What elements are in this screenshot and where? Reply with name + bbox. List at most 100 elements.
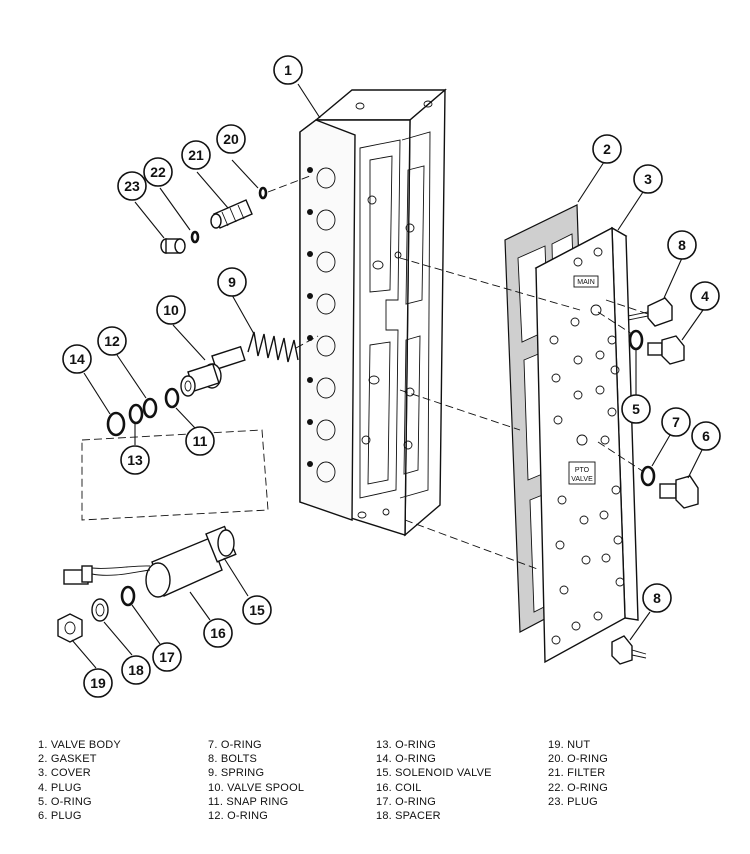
pto-label: PTO — [575, 467, 590, 474]
legend-item: 7. O-RING — [208, 739, 262, 751]
legend-column-1: 1. VALVE BODY 2. GASKET 3. COVER 4. PLUG… — [38, 738, 121, 823]
o-ring-17 — [120, 585, 136, 607]
snap-ring-11 — [164, 387, 180, 409]
exploded-parts-diagram: MAIN PTO VALVE — [57, 55, 721, 698]
bolt-lower — [611, 635, 647, 665]
svg-text:1: 1 — [284, 62, 292, 78]
svg-text:21: 21 — [188, 147, 204, 163]
legend-item: 23. PLUG — [548, 795, 598, 808]
legend-item: 13. O-RING — [376, 739, 437, 751]
svg-text:12: 12 — [104, 333, 120, 349]
legend-item: 6. PLUG — [38, 810, 82, 823]
svg-text:14: 14 — [69, 351, 85, 367]
callout-19: 19 — [83, 668, 113, 698]
legend-item: 22. O-RING — [548, 781, 609, 794]
legend-item: 21. FILTER — [548, 767, 606, 780]
svg-text:4: 4 — [701, 288, 709, 304]
callout-20: 20 — [216, 124, 246, 154]
legend-item: 1. VALVE BODY — [38, 739, 121, 751]
svg-text:18: 18 — [128, 662, 144, 678]
plug-6 — [659, 475, 699, 509]
callout-10: 10 — [156, 295, 186, 325]
nut-19 — [57, 613, 83, 643]
legend-item: 8. BOLTS — [208, 753, 258, 766]
svg-text:9: 9 — [228, 274, 236, 290]
cover — [534, 226, 639, 664]
svg-text:23: 23 — [124, 178, 140, 194]
filter-21 — [210, 199, 253, 229]
callout-18: 18 — [121, 655, 151, 685]
legend-item: 4. PLUG — [38, 781, 82, 794]
svg-text:5: 5 — [632, 401, 640, 417]
callout-11: 11 — [185, 426, 215, 456]
legend-item: 11. SNAP RING — [208, 795, 289, 808]
callout-2: 2 — [592, 134, 622, 164]
svg-text:19: 19 — [90, 675, 106, 691]
callout-8-upper: 8 — [667, 230, 697, 260]
parts-legend: 1. VALVE BODY 2. GASKET 3. COVER 4. PLUG… — [38, 738, 728, 828]
legend-item: 12. O-RING — [208, 810, 269, 823]
svg-text:16: 16 — [210, 625, 226, 641]
spring-9 — [247, 331, 299, 363]
legend-item: 19. NUT — [548, 739, 591, 751]
legend-column-3: 13. O-RING 14. O-RING 15. SOLENOID VALVE… — [376, 738, 492, 823]
o-ring-13 — [128, 403, 144, 425]
svg-text:10: 10 — [163, 302, 179, 318]
callout-4: 4 — [690, 281, 720, 311]
main-label: MAIN — [577, 279, 595, 286]
callout-12: 12 — [97, 326, 127, 356]
legend-item: 10. VALVE SPOOL — [208, 781, 305, 794]
legend-column-4: 19. NUT 20. O-RING 21. FILTER 22. O-RING… — [548, 738, 608, 809]
valve-label: VALVE — [571, 476, 593, 483]
svg-text:7: 7 — [672, 414, 680, 430]
callout-21: 21 — [181, 140, 211, 170]
callout-7: 7 — [661, 407, 691, 437]
svg-text:20: 20 — [223, 131, 239, 147]
callout-22: 22 — [143, 157, 173, 187]
legend-item: 16. COIL — [376, 781, 422, 794]
legend-column-2: 7. O-RING 8. BOLTS 9. SPRING 10. VALVE S… — [208, 738, 304, 823]
callout-6: 6 — [691, 421, 721, 451]
legend-item: 17. O-RING — [376, 795, 437, 808]
svg-text:2: 2 — [603, 141, 611, 157]
legend-item: 3. COVER — [38, 767, 91, 780]
legend-item: 9. SPRING — [208, 767, 265, 780]
plug-23 — [160, 238, 186, 254]
svg-text:11: 11 — [193, 433, 208, 449]
svg-text:17: 17 — [159, 649, 175, 665]
callout-17: 17 — [152, 642, 182, 672]
legend-item: 5. O-RING — [38, 795, 92, 808]
svg-text:3: 3 — [644, 171, 652, 187]
svg-text:13: 13 — [127, 452, 143, 468]
valve-spool-10 — [180, 345, 246, 397]
valve-body — [299, 88, 447, 537]
callout-23: 23 — [117, 171, 147, 201]
leader-lines — [71, 83, 704, 669]
legend-item: 15. SOLENOID VALVE — [376, 767, 492, 780]
spacer-18 — [91, 598, 109, 622]
callout-13: 13 — [120, 445, 150, 475]
svg-text:8: 8 — [653, 590, 661, 606]
callout-15: 15 — [242, 595, 272, 625]
svg-text:22: 22 — [150, 164, 166, 180]
callout-3: 3 — [633, 164, 663, 194]
o-ring-7 — [640, 465, 656, 487]
callout-14: 14 — [62, 344, 92, 374]
legend-item: 20. O-RING — [548, 753, 609, 766]
o-ring-14 — [106, 411, 126, 437]
callout-1: 1 — [273, 55, 303, 85]
svg-text:6: 6 — [702, 428, 710, 444]
callout-5: 5 — [621, 394, 651, 424]
callout-16: 16 — [203, 618, 233, 648]
svg-text:15: 15 — [249, 602, 265, 618]
callout-8-lower: 8 — [642, 583, 672, 613]
legend-item: 14. O-RING — [376, 753, 437, 766]
svg-text:8: 8 — [678, 237, 686, 253]
legend-item: 18. SPACER — [376, 810, 441, 823]
o-ring-20 — [258, 186, 268, 200]
bolt-upper — [627, 297, 673, 327]
callout-9: 9 — [217, 267, 247, 297]
o-ring-22 — [190, 230, 200, 244]
o-ring-12 — [142, 397, 158, 419]
o-ring-5 — [628, 329, 644, 351]
